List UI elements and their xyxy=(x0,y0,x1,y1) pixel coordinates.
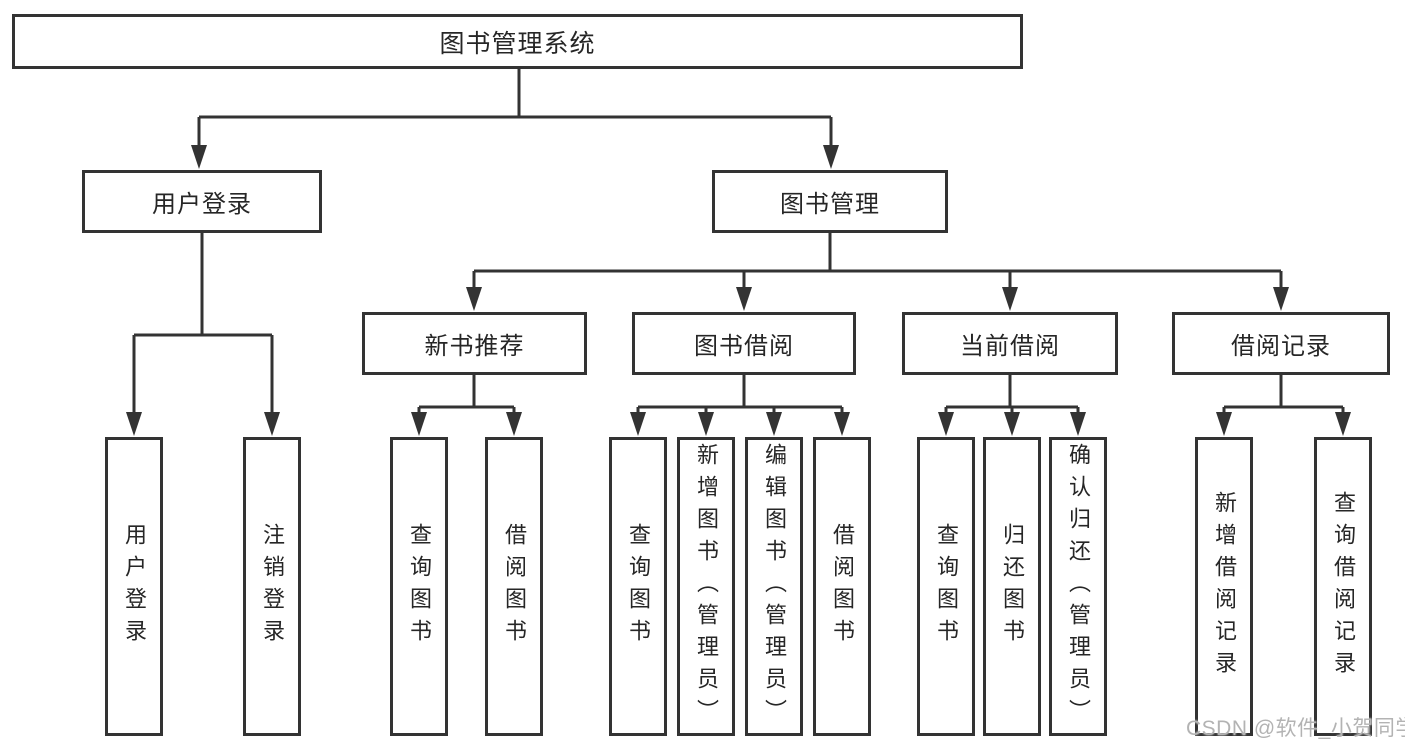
leaf-label: 新增借阅记录 xyxy=(1212,490,1237,683)
leaf-label: 注销登录 xyxy=(260,522,285,651)
leaf-records-add-record: 新增借阅记录 xyxy=(1195,437,1253,736)
leaf-recommend-borrow-books: 借阅图书 xyxy=(485,437,543,736)
leaf-label: 确认归还（管理员） xyxy=(1066,442,1091,731)
node-new-book-recommend: 新书推荐 xyxy=(362,312,587,375)
node-label: 当前借阅 xyxy=(960,333,1060,360)
node-label: 新书推荐 xyxy=(424,333,525,360)
node-label: 借阅记录 xyxy=(1231,333,1331,360)
leaf-records-query-record: 查询借阅记录 xyxy=(1314,437,1372,736)
leaf-borrow-add-books-admin: 新增图书（管理员） xyxy=(677,437,735,736)
leaf-current-return-books: 归还图书 xyxy=(983,437,1041,736)
leaf-current-confirm-return-admin: 确认归还（管理员） xyxy=(1049,437,1107,736)
csdn-watermark: CSDN @软件_小贺同学 xyxy=(1186,717,1405,740)
leaf-label: 查询图书 xyxy=(626,522,651,651)
node-library-management-system: 图书管理系统 xyxy=(12,14,1023,69)
leaf-label: 借阅图书 xyxy=(830,522,855,651)
leaf-recommend-query-books: 查询图书 xyxy=(390,437,448,736)
leaf-borrow-borrow-books: 借阅图书 xyxy=(813,437,871,736)
node-current-borrow: 当前借阅 xyxy=(902,312,1118,375)
node-label: 图书管理系统 xyxy=(439,29,596,58)
node-label: 用户登录 xyxy=(152,191,252,218)
leaf-borrow-edit-books-admin: 编辑图书（管理员） xyxy=(745,437,803,736)
leaf-current-query-books: 查询图书 xyxy=(917,437,975,736)
leaf-label: 归还图书 xyxy=(1000,522,1025,651)
leaf-label: 查询图书 xyxy=(407,522,432,651)
node-borrow-records: 借阅记录 xyxy=(1172,312,1390,375)
node-book-borrow: 图书借阅 xyxy=(632,312,856,375)
leaf-user-login: 用户登录 xyxy=(105,437,163,736)
leaf-label: 借阅图书 xyxy=(502,522,527,651)
leaf-label: 编辑图书（管理员） xyxy=(762,442,787,731)
leaf-label: 查询图书 xyxy=(934,522,959,651)
leaf-label: 用户登录 xyxy=(122,522,147,651)
arrowheads xyxy=(126,145,1351,436)
leaf-label: 查询借阅记录 xyxy=(1331,490,1356,683)
node-label: 图书管理 xyxy=(780,191,880,218)
leaf-borrow-query-books: 查询图书 xyxy=(609,437,667,736)
node-book-management: 图书管理 xyxy=(712,170,948,233)
leaf-logout: 注销登录 xyxy=(243,437,301,736)
leaf-label: 新增图书（管理员） xyxy=(694,442,719,731)
node-user-login: 用户登录 xyxy=(82,170,322,233)
node-label: 图书借阅 xyxy=(694,333,794,360)
